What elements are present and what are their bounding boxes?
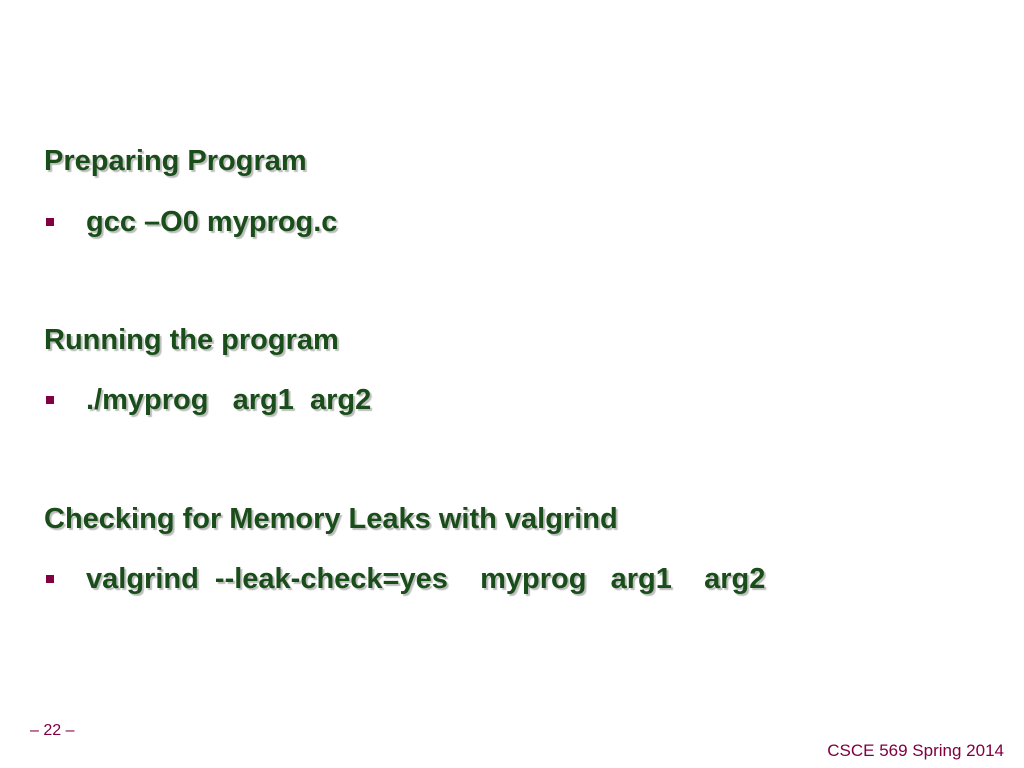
bullet-item-valgrind-command: valgrind --leak-check=yes myprog arg1 ar… bbox=[44, 561, 765, 597]
page-number: – 22 – bbox=[30, 722, 75, 739]
section-heading-running-program: Running the program bbox=[44, 324, 339, 356]
footer-course-label: CSCE 569 Spring 2014 bbox=[827, 741, 1004, 760]
square-bullet-icon bbox=[46, 218, 54, 226]
section-heading-preparing-program: Preparing Program bbox=[44, 145, 307, 177]
valgrind-command-text: valgrind --leak-check=yes myprog arg1 ar… bbox=[86, 563, 766, 595]
section-heading-memory-leaks: Checking for Memory Leaks with valgrind bbox=[44, 503, 618, 535]
bullet-item-run-command: ./myprog arg1 arg2 bbox=[44, 382, 371, 418]
compile-command-text: gcc –O0 myprog.c bbox=[86, 206, 338, 238]
bullet-item-compile-command: gcc –O0 myprog.c bbox=[44, 204, 337, 240]
square-bullet-icon bbox=[46, 575, 54, 583]
run-command-text: ./myprog arg1 arg2 bbox=[86, 384, 372, 416]
square-bullet-icon bbox=[46, 396, 54, 404]
